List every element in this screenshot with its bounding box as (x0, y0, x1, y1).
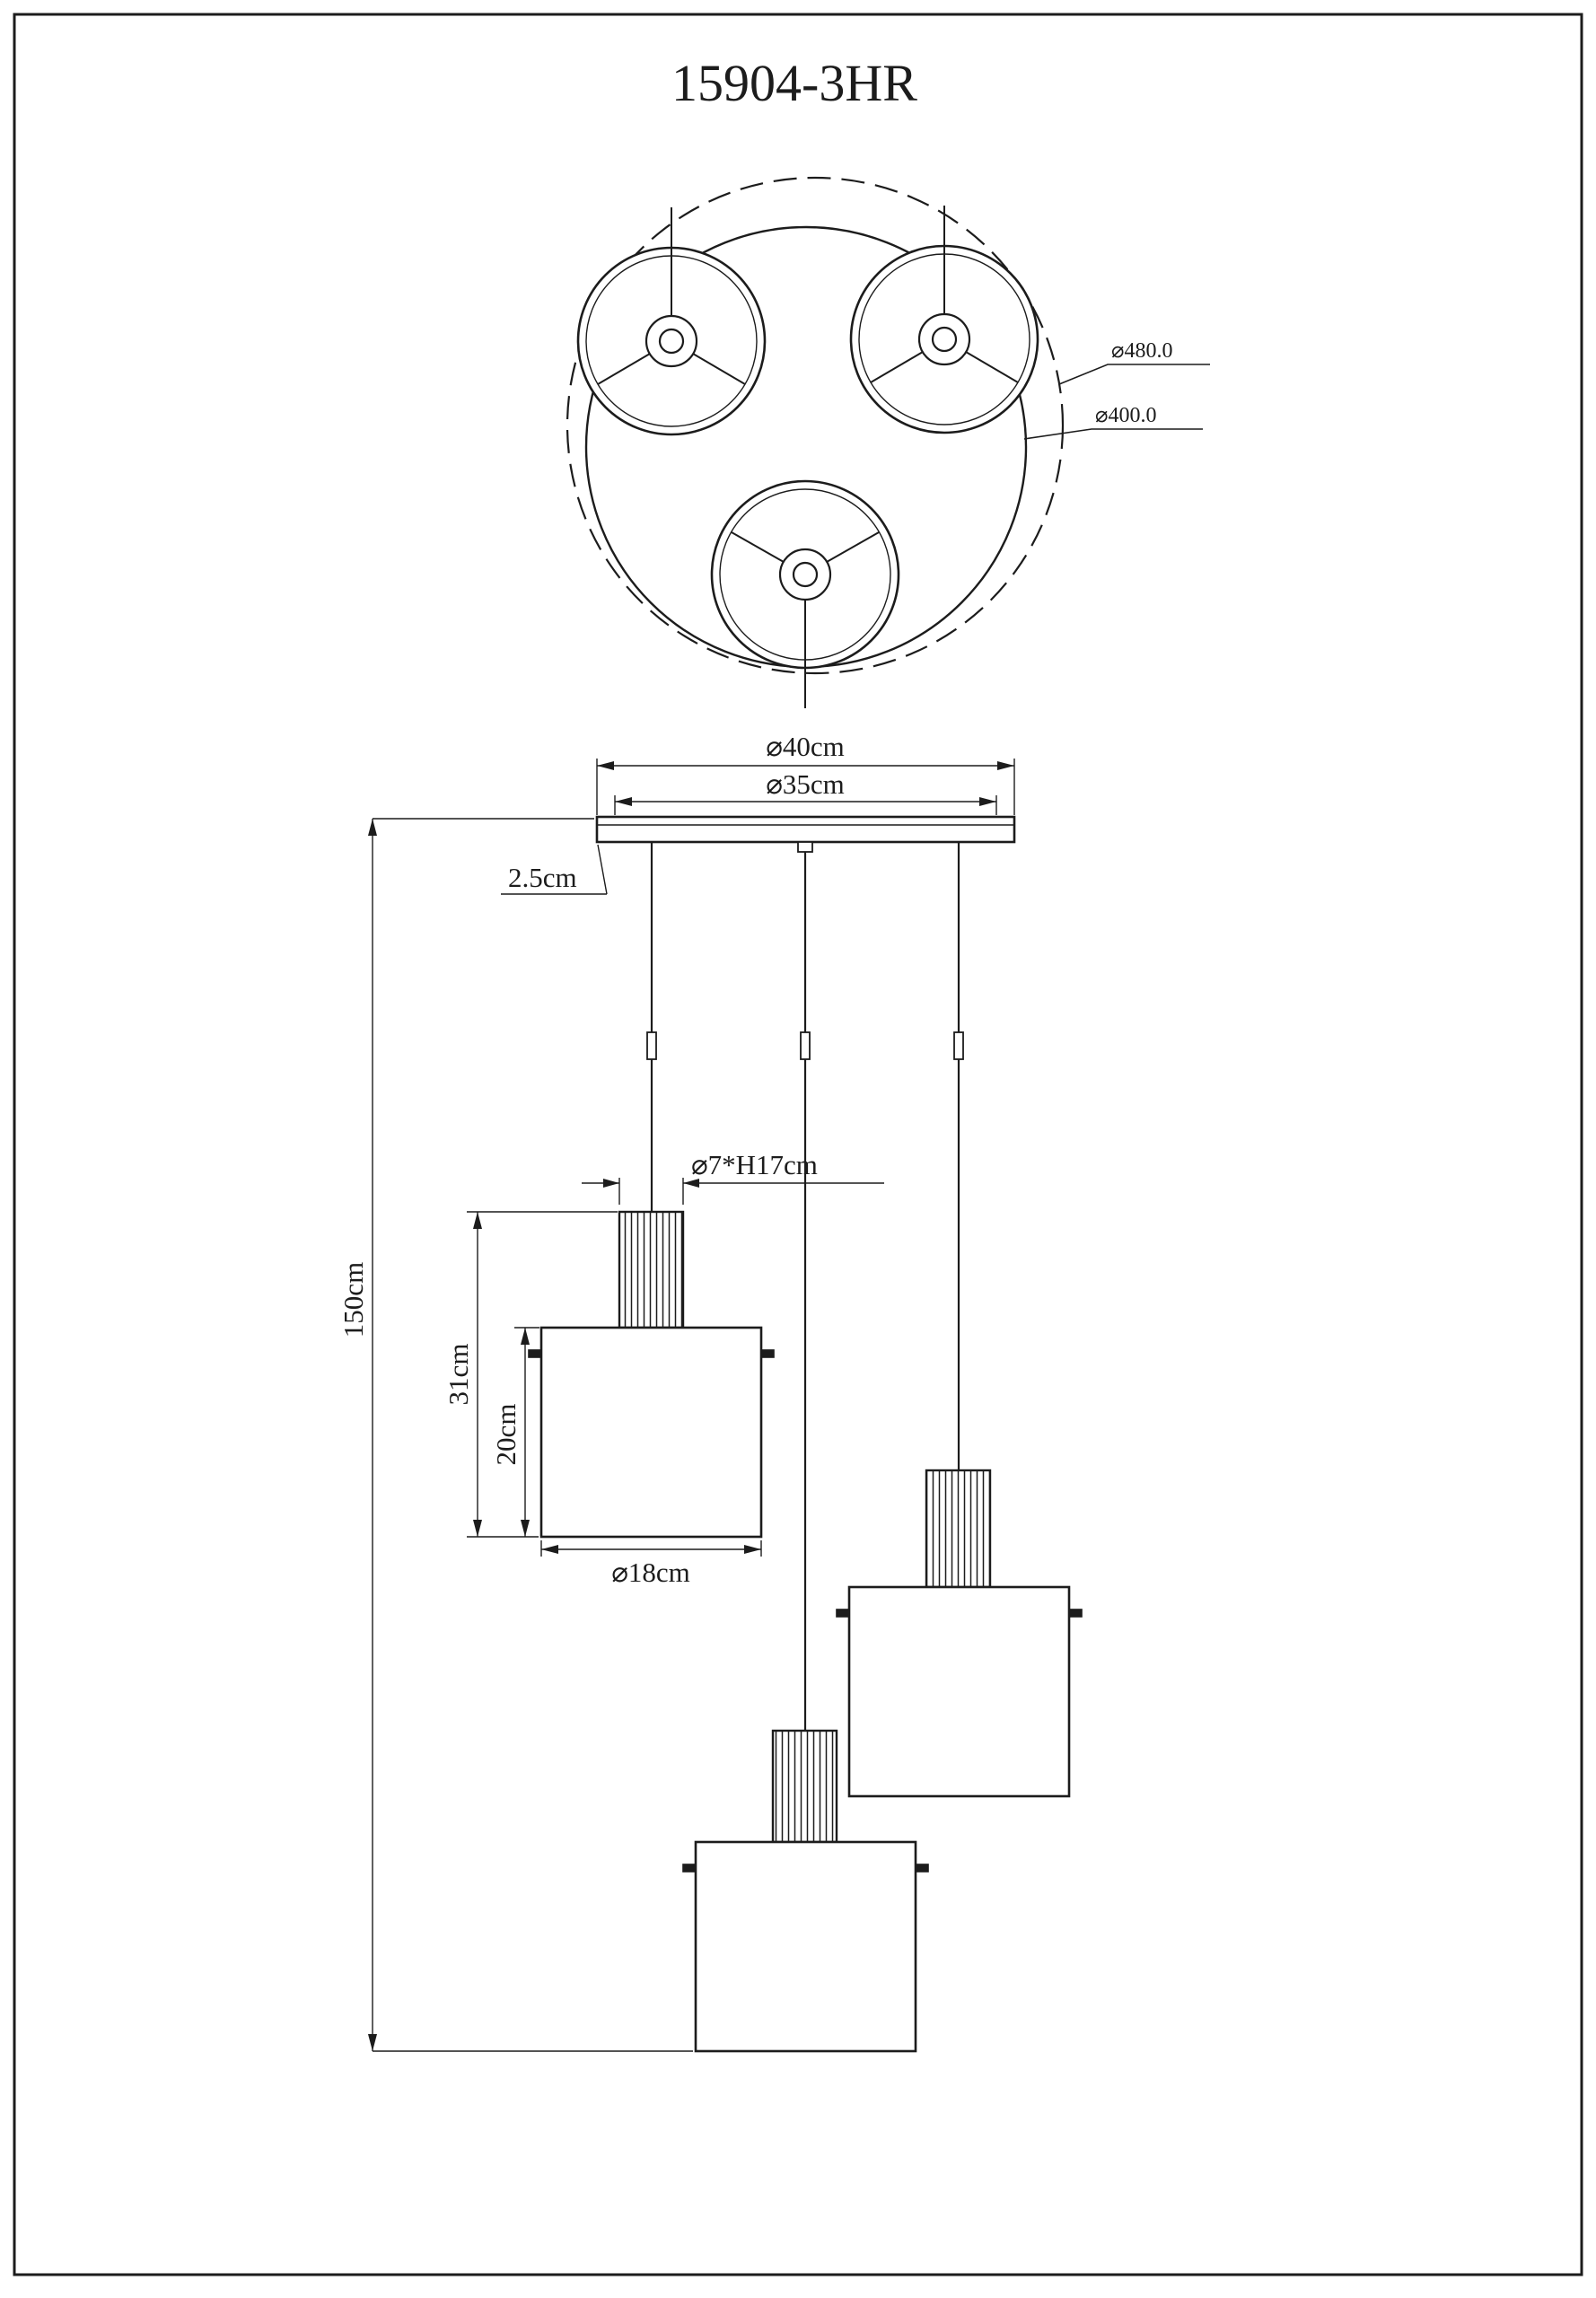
shade-spoke (965, 351, 1019, 383)
shade-spoke (692, 353, 746, 385)
pendant-shade (694, 1840, 917, 2053)
arrowhead (979, 797, 996, 806)
leader-line-400 (1023, 428, 1203, 440)
pendant-left (528, 1210, 775, 1539)
label-overall-drop: 150cm (338, 1262, 369, 1338)
arrowhead (368, 819, 377, 836)
dim-canopy-inner (614, 795, 997, 815)
top-view-shade-right (849, 206, 1039, 434)
dim-tube (582, 1178, 884, 1205)
drawing-title: 15904-3HR (671, 54, 917, 112)
arrowhead (997, 761, 1014, 770)
shade-hub-inner (931, 326, 958, 353)
label-canopy-height: 2.5cm (508, 862, 577, 893)
shade-pin-left (528, 1349, 542, 1358)
cord-adjuster-right (953, 1031, 964, 1060)
top-view-shade-left (576, 207, 767, 436)
label-shade-height: 20cm (490, 1404, 522, 1466)
pendant-center (682, 1729, 929, 2053)
cord-adjuster-left (646, 1031, 657, 1060)
shade-pin-right (1068, 1609, 1083, 1618)
dim-canopy-outer (596, 759, 1015, 815)
label-outer-diameter: ⌀480.0 (1111, 339, 1172, 363)
shade-spoke (731, 531, 785, 563)
dim-shade-diameter (540, 1540, 762, 1557)
shade-spoke (597, 353, 651, 385)
shade-spoke (870, 351, 924, 383)
center-cord-grip (797, 841, 813, 853)
label-inner-diameter: ⌀400.0 (1095, 404, 1156, 427)
label-canopy-outer: ⌀40cm (766, 731, 845, 762)
arrowhead (521, 1520, 530, 1537)
shade-spoke (826, 531, 880, 563)
top-view-outer-dashed-circle (566, 176, 1065, 675)
pendant-shade (539, 1326, 763, 1539)
shade-hub-inner (658, 328, 685, 355)
label-canopy-inner: ⌀35cm (766, 768, 845, 800)
front-view (368, 759, 1083, 2053)
arrowhead (683, 1179, 699, 1188)
top-view-shade-bottom (710, 479, 900, 708)
cord-adjuster-center (800, 1031, 811, 1060)
dim-pendant-height (467, 1211, 618, 1538)
label-shade-diameter: ⌀18cm (611, 1557, 690, 1588)
arrowhead (473, 1212, 482, 1229)
arrowhead (597, 761, 614, 770)
arrowhead (473, 1520, 482, 1537)
pendant-tube (925, 1469, 992, 1589)
arrowhead (368, 2034, 377, 2051)
leader-line-480 (1058, 364, 1210, 385)
arrowhead (615, 797, 632, 806)
ceiling-canopy (595, 815, 1016, 853)
arrowhead (541, 1545, 558, 1554)
shade-hub-inner (792, 561, 819, 588)
drawing-frame (13, 13, 1583, 2276)
suspension-cords (646, 842, 964, 1731)
label-tube-size: ⌀7*H17cm (691, 1149, 818, 1180)
arrowhead (521, 1328, 530, 1345)
dim-canopy-height (501, 844, 608, 895)
shade-pin-right (915, 1864, 929, 1873)
pendant-tube (771, 1729, 838, 1844)
top-view (566, 176, 1210, 708)
pendant-shade (847, 1585, 1071, 1798)
shade-pin-left (682, 1864, 697, 1873)
arrowhead (744, 1545, 761, 1554)
label-pendant-height: 31cm (443, 1344, 474, 1406)
shade-pin-right (760, 1349, 775, 1358)
pendant-tube (618, 1210, 685, 1329)
arrowhead (603, 1179, 619, 1188)
shade-pin-left (836, 1609, 850, 1618)
dim-shade-height (514, 1327, 539, 1537)
pendant-right (836, 1469, 1083, 1798)
dim-overall-drop (368, 818, 693, 2052)
